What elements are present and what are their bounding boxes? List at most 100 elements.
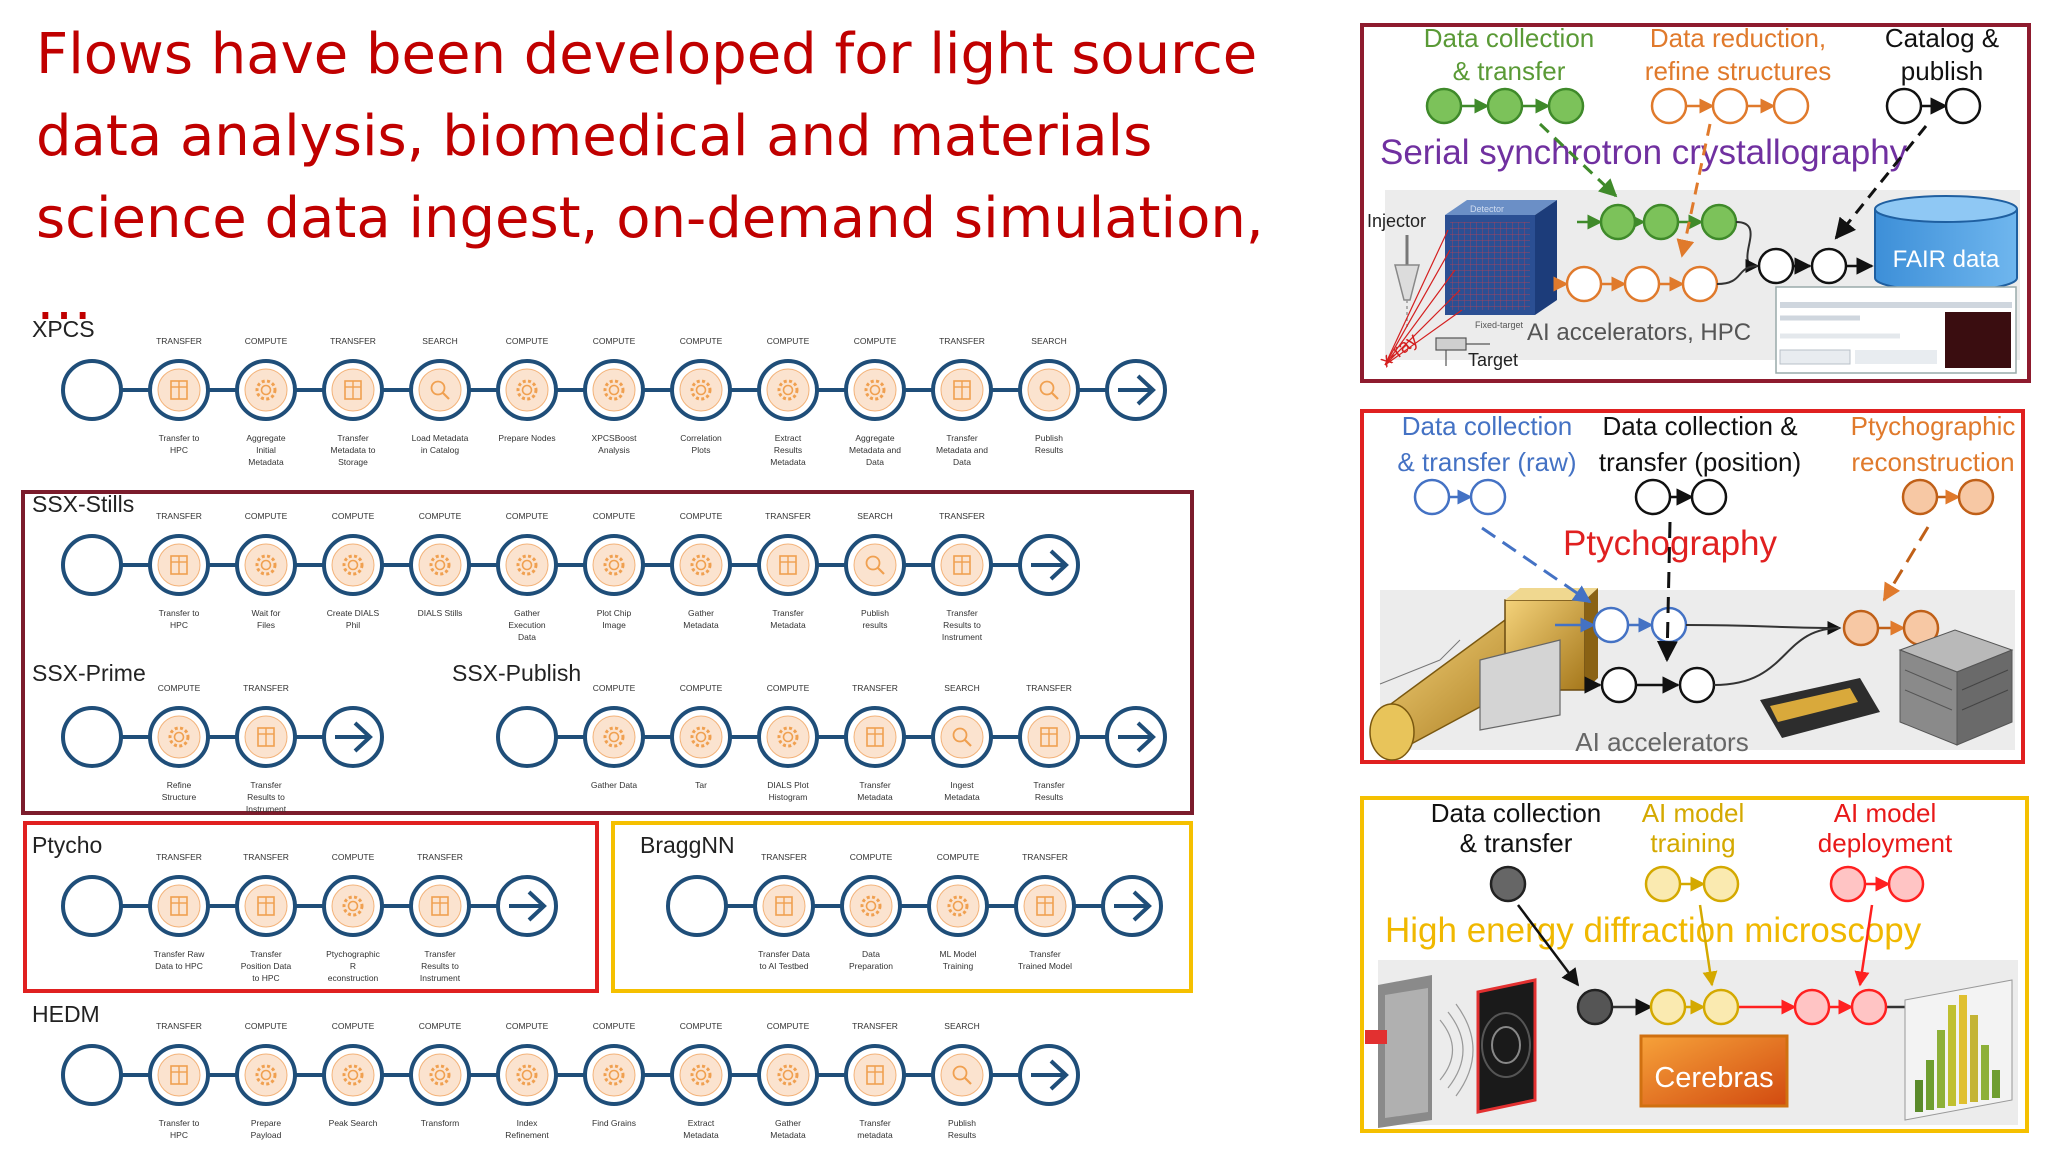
flow-step-type: TRANSFER (939, 511, 985, 521)
flow-step-type: TRANSFER (765, 511, 811, 521)
ssx-arrow-reduce (1676, 123, 1712, 258)
flow-step-type: COMPUTE (506, 511, 549, 521)
flow-step-desc: Peak Search (329, 1118, 378, 1128)
flow-end-node (322, 706, 384, 768)
ssx-heading-publish-line: Catalog & (1885, 23, 1999, 53)
flow-step-type: TRANSFER (1026, 683, 1072, 693)
ssx-heading-reduce-line: refine structures (1645, 56, 1831, 86)
ptycho-position-chain (1634, 478, 1728, 516)
ptycho-arrow-recon (1882, 526, 1930, 602)
hedm-heading-collect-line: Data collection (1431, 798, 1602, 828)
ssx-reduce-chain (1650, 87, 1810, 125)
flow-name: XPCS (32, 316, 95, 342)
flow-step-desc: Gather Data (591, 780, 638, 790)
ssx-publish-nodes (1757, 247, 1874, 285)
ssx-heading-publish: Catalog &publish (1885, 23, 1999, 86)
injector-label: Injector (1367, 211, 1426, 231)
flow-step-type: TRANSFER (243, 852, 289, 862)
flow-step-type: COMPUTE (937, 852, 980, 862)
ssx-merge-curve-orange (1716, 265, 1759, 285)
flow-step-type: COMPUTE (245, 511, 288, 521)
ptycho-merge-curve-bottom (1713, 627, 1841, 686)
ptycho-heading-position-line: Data collection & (1602, 411, 1797, 441)
flow-step-type: COMPUTE (767, 1021, 810, 1031)
hedm-flow-nodes (1576, 988, 1932, 1026)
flow-step-type: TRANSFER (156, 336, 202, 346)
flow-step-desc: Find Grains (592, 1118, 636, 1128)
flow-step-type: SEARCH (944, 683, 979, 693)
ssx-title: Serial synchrotron crystallography (1380, 133, 1908, 172)
flow-end-node (1101, 875, 1163, 937)
flow-step-type: COMPUTE (593, 683, 636, 693)
ptycho-heading-raw-line: Data collection (1402, 411, 1573, 441)
flow-step-type: COMPUTE (593, 1021, 636, 1031)
flow-start-node (61, 1044, 123, 1106)
flow-step-type: COMPUTE (506, 1021, 549, 1031)
ptycho-recon-chain (1901, 478, 1995, 516)
ptycho-heading-position: Data collection &transfer (position) (1599, 411, 1801, 477)
ptycho-raw-chain (1413, 478, 1507, 516)
hedm-heading-training-line: AI model (1642, 798, 1745, 828)
fixed-target-label: Fixed-target (1475, 320, 1524, 330)
ptycho-accel-label: AI accelerators (1575, 727, 1748, 757)
hedm-heading-collect-line: & transfer (1460, 828, 1573, 858)
flow-step-type: COMPUTE (419, 511, 462, 521)
flow-step-desc: DIALS Stills (418, 608, 463, 618)
flow-step-type: COMPUTE (332, 852, 375, 862)
flow-name: SSX-Prime (32, 660, 146, 686)
slide-title: Flows have been developed for light sour… (36, 22, 1264, 333)
flow-step-type: TRANSFER (156, 1021, 202, 1031)
flow-name: SSX-Stills (32, 491, 134, 517)
flow-step-type: COMPUTE (680, 336, 723, 346)
hpc-label: AI accelerators, HPC (1527, 319, 1751, 346)
flow-step-type: COMPUTE (419, 1021, 462, 1031)
flow-step-type: COMPUTE (680, 683, 723, 693)
flow-step-type: COMPUTE (158, 683, 201, 693)
flow-end-node (496, 875, 558, 937)
flow-step-type: SEARCH (422, 336, 457, 346)
